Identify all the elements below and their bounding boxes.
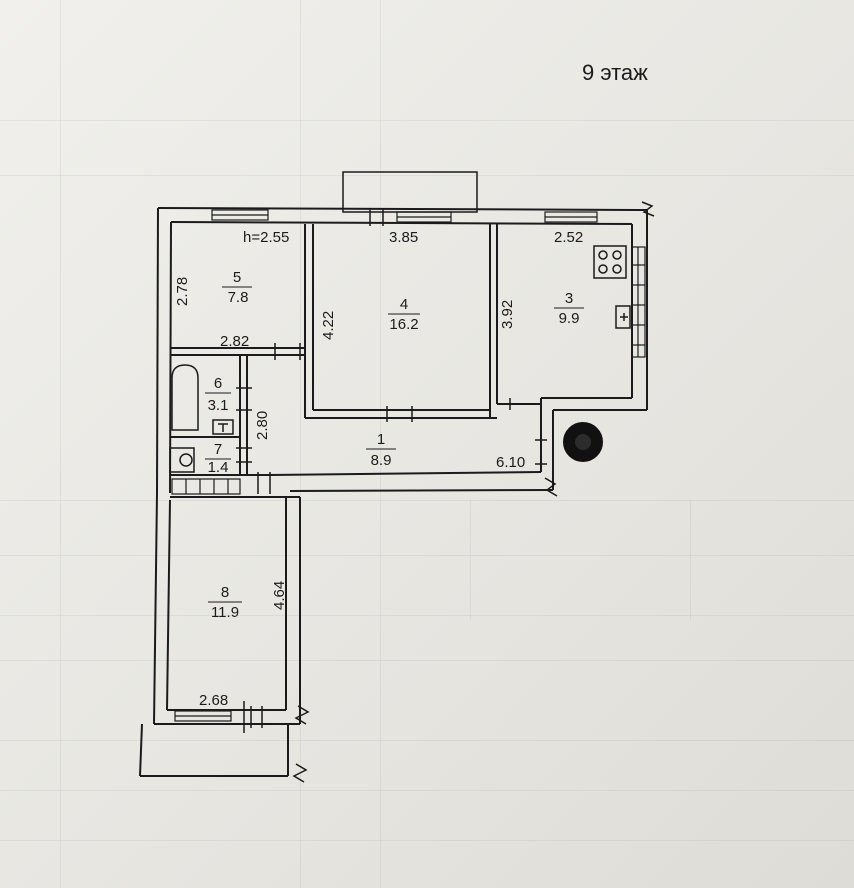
background-rule [0, 660, 854, 661]
room-area: 1.4 [208, 459, 229, 476]
windows [174, 209, 646, 722]
background-rule [470, 500, 471, 620]
room-number: 6 [214, 375, 222, 392]
floor-title: 9 этаж [582, 60, 648, 85]
room-area: 8.9 [371, 452, 392, 469]
room-number: 4 [400, 296, 408, 313]
dimension-label: 2.52 [554, 229, 583, 246]
room-area: 3.1 [208, 397, 229, 414]
dimension-label: 2.82 [220, 333, 249, 350]
background-rule [380, 0, 381, 888]
room-area: 9.9 [559, 310, 580, 327]
dimension-label: 2.78 [174, 277, 191, 306]
background-rule [0, 555, 854, 556]
dimension-label: 3.85 [389, 229, 418, 246]
dimension-label: 4.64 [271, 581, 288, 610]
room-area: 11.9 [211, 604, 239, 621]
dimension-label: 6.10 [496, 454, 525, 471]
background-rule [60, 0, 61, 888]
radiator [171, 478, 241, 495]
outer-walls [139, 207, 649, 777]
door-marks [236, 208, 547, 733]
background-rule [690, 500, 691, 620]
background-rule [0, 500, 854, 501]
background-rule [0, 790, 854, 791]
interior-walls [170, 224, 541, 498]
background-rule [300, 0, 301, 888]
background-rule [0, 120, 854, 121]
ventilation-shaft-icon [563, 422, 603, 462]
dimension-label: 3.92 [499, 300, 516, 329]
dimension-label: 2.80 [254, 411, 271, 440]
sink-icon [615, 305, 631, 329]
dimension-label: 4.22 [320, 311, 337, 340]
room-number: 8 [221, 584, 229, 601]
wall-break-mark [641, 201, 655, 217]
toilet-icon [169, 447, 195, 473]
wall-break-mark [294, 705, 310, 725]
room-number: 7 [214, 441, 222, 458]
background-rule [0, 175, 854, 176]
dimension-label: 2.68 [199, 692, 228, 709]
balcony-top [342, 171, 478, 213]
background-rule [0, 840, 854, 841]
background-rule [0, 740, 854, 741]
ventilation-shaft-highlight [575, 434, 591, 450]
bathtub-icon [171, 364, 199, 431]
ceiling-height-label: h=2.55 [243, 229, 289, 246]
room-area: 16.2 [389, 316, 418, 333]
wall-break-mark [292, 763, 308, 783]
room-area: 7.8 [228, 289, 249, 306]
dimension-labels: h=2.55 3.85 2.52 2.82 6.10 2.68 2.78 4.2… [174, 229, 583, 709]
background-rule [0, 615, 854, 616]
sink-icon [212, 419, 234, 435]
room-number: 3 [565, 290, 573, 307]
stove-icon [593, 245, 627, 279]
room-labels: 5 7.8 4 16.2 3 9.9 6 3.1 7 1.4 1 8.9 8 1… [205, 269, 584, 621]
room-number: 5 [233, 269, 241, 286]
wall-break-mark [544, 477, 558, 497]
room-number: 1 [377, 431, 385, 448]
